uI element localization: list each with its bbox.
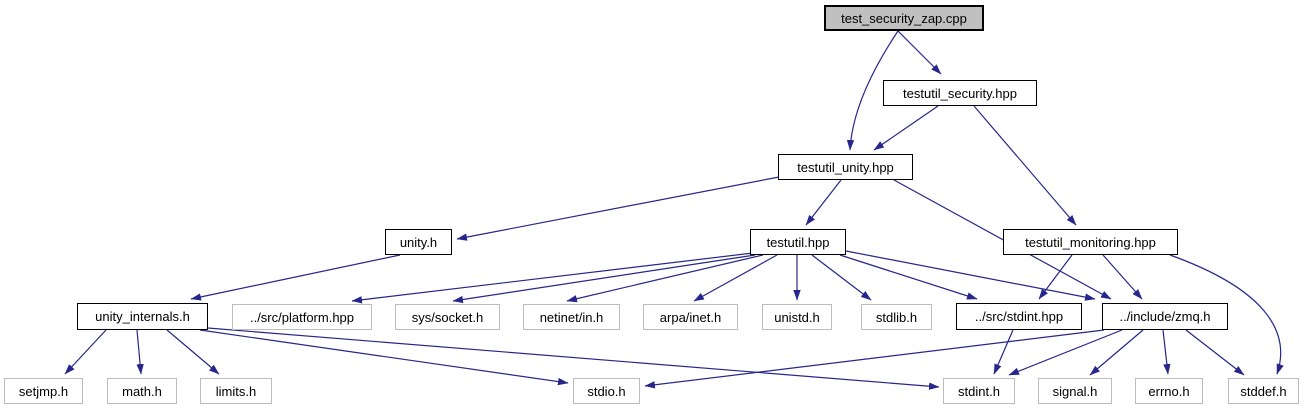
edge-unity-hpp-to-unity-h [456,176,780,241]
edge-zmq-to-stddef [1185,329,1245,376]
edge-zmq-to-stdio [644,329,1105,389]
edge-unity-hpp-to-testutil [805,179,842,226]
edge-testutil-to-arpa [693,254,778,302]
node-errno-h: errno.h [1135,378,1203,404]
node-sys-socket-h: sys/socket.h [395,304,500,330]
node-math-h: math.h [107,378,177,404]
node-unity-h[interactable]: unity.h [385,229,452,255]
edge-stdint-hpp-to-stdint [993,329,1014,375]
edge-testutil-to-stdint-hpp [839,254,978,300]
node-testutil-unity-hpp[interactable]: testutil_unity.hpp [778,154,913,180]
edge-testutil-to-zmq [845,250,1096,301]
edge-internals-to-math [136,329,144,375]
edge-testutil-to-netinet [566,254,764,303]
edge-security-to-unity-hpp [873,105,939,151]
node-unity-internals-h[interactable]: unity_internals.h [77,303,208,330]
edge-monitoring-to-zmq [1102,254,1143,300]
edge-monitoring-to-stdint-hpp [1038,254,1073,300]
node-limits-h: limits.h [200,378,272,404]
edge-zmq-to-signal [1089,329,1144,376]
edge-internals-to-stdio [199,329,569,386]
node-arpa-inet-h: arpa/inet.h [643,304,738,330]
edge-internals-to-setjmp [64,329,107,375]
node-unistd-h: unistd.h [762,304,832,330]
edge-testutil-to-stdlib [811,254,872,301]
node-stddef-h: stddef.h [1228,378,1299,404]
node-stdlib-h: stdlib.h [861,304,932,330]
node-src-stdint-hpp[interactable]: ../src/stdint.hpp [956,303,1082,330]
edge-zmq-to-stdint [1008,329,1123,376]
node-src-platform-hpp: ../src/platform.hpp [232,304,372,330]
edge-zmq-to-errno [1162,329,1171,375]
node-testutil-hpp[interactable]: testutil.hpp [750,229,846,255]
node-testutil-security-hpp[interactable]: testutil_security.hpp [883,80,1037,106]
node-testutil-monitoring-hpp[interactable]: testutil_monitoring.hpp [1003,229,1178,255]
edge-unity-h-to-internals [190,254,401,301]
node-netinet-in-h: netinet/in.h [523,304,620,330]
node-test-security-zap-cpp: test_security_zap.cpp [824,5,984,31]
node-signal-h: signal.h [1038,378,1112,404]
node-stdint-h: stdint.h [943,378,1015,404]
node-setjmp-h: setjmp.h [4,378,83,404]
edge-testutil-to-socket [452,254,756,304]
edge-testutil-to-platform [351,252,754,304]
edge-security-to-monitoring [973,105,1077,226]
edge-zap-to-security [897,30,942,75]
node-include-zmq-h[interactable]: ../include/zmq.h [1102,303,1228,330]
edge-internals-to-limits [166,329,220,375]
node-stdio-h: stdio.h [573,378,640,404]
